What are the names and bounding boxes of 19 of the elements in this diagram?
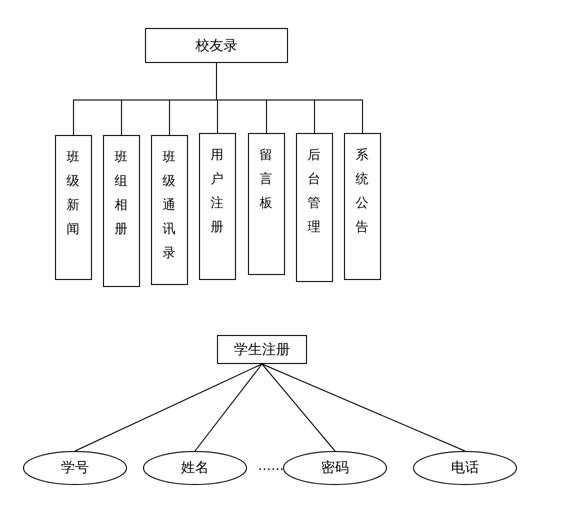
module-box: 学生注册 bbox=[217, 335, 307, 364]
attribute-ellipse: 姓名 bbox=[143, 451, 247, 485]
connector-line bbox=[262, 364, 336, 452]
connector-line bbox=[262, 364, 466, 452]
ellipsis-text: …… bbox=[258, 459, 284, 474]
connector-line bbox=[74, 364, 262, 452]
attribute-ellipse: 密码 bbox=[283, 451, 387, 485]
module-box: 系统公告 bbox=[344, 133, 381, 280]
module-box: 校友录 bbox=[145, 28, 288, 63]
module-box: 班级新闻 bbox=[55, 135, 92, 280]
module-box: 班级通讯录 bbox=[151, 135, 188, 285]
attribute-ellipse: 电话 bbox=[413, 451, 517, 485]
connector-line bbox=[216, 62, 363, 134]
module-box: 用户注册 bbox=[199, 133, 236, 280]
connector-line bbox=[194, 364, 262, 452]
module-box: 后台管理 bbox=[296, 133, 333, 282]
attribute-ellipse: 学号 bbox=[23, 451, 127, 485]
module-box: 留言板 bbox=[248, 133, 285, 275]
module-box: 班组相册 bbox=[103, 135, 140, 287]
